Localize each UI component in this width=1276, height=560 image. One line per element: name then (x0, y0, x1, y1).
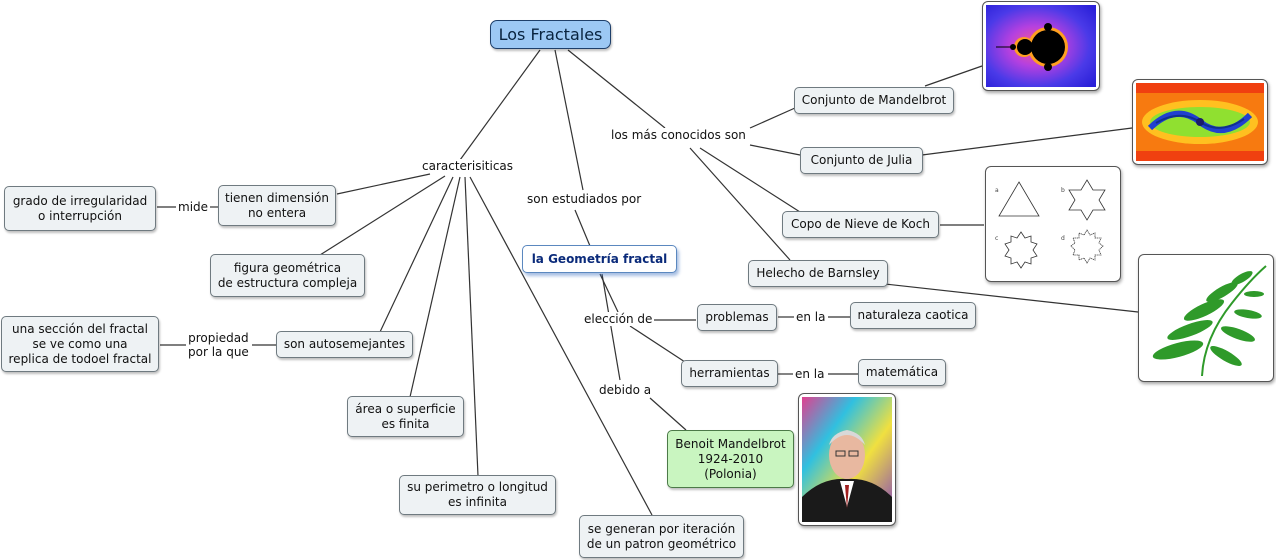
node-autosemejantes[interactable]: son autosemejantes (276, 331, 413, 358)
root-node[interactable]: Los Fractales (490, 20, 611, 49)
node-perimetro[interactable]: su perimetro o longitud es infinita (399, 475, 556, 515)
node-grado[interactable]: grado de irregularidad o interrupción (4, 186, 156, 231)
koch-letter-c: c (995, 235, 998, 242)
node-koch[interactable]: Copo de Nieve de Koch (782, 211, 939, 238)
node-dimension[interactable]: tienen dimensión no entera (218, 185, 336, 226)
koch-letter-a: a (995, 187, 999, 194)
koch-letter-d: d (1061, 235, 1065, 242)
link-propiedad: propiedad por la que (186, 331, 251, 359)
benoit-mandelbrot-photo[interactable] (798, 393, 896, 526)
link-en-la-herramientas: en la (793, 367, 827, 381)
link-mide: mide (176, 200, 211, 214)
node-benoit-mandelbrot[interactable]: Benoit Mandelbrot 1924-2010 (Polonia) (667, 430, 794, 488)
node-figura[interactable]: figura geométrica de estructura compleja (210, 254, 365, 297)
node-geometria-fractal[interactable]: la Geometría fractal (522, 245, 677, 273)
mandelbrot-image[interactable] (982, 1, 1100, 91)
link-eleccion: elección de (582, 312, 655, 326)
node-herramientas[interactable]: herramientas (681, 360, 778, 387)
node-matematica[interactable]: matemática (858, 359, 946, 386)
node-seccion[interactable]: una sección del fractal se ve como una r… (1, 316, 159, 372)
link-caracteristicas: caracterisiticas (420, 159, 516, 173)
barnsley-fern-image[interactable] (1138, 254, 1274, 382)
link-debido: debido a (597, 383, 654, 397)
koch-image[interactable]: a b c d (985, 166, 1121, 282)
node-barnsley[interactable]: Helecho de Barnsley (748, 260, 888, 287)
koch-letter-b: b (1061, 187, 1065, 194)
julia-image[interactable] (1132, 79, 1268, 165)
node-problemas[interactable]: problemas (697, 304, 777, 331)
node-mandelbrot-set[interactable]: Conjunto de Mandelbrot (794, 87, 954, 114)
link-estudiados: son estudiados por (525, 192, 644, 206)
node-naturaleza-caotica[interactable]: naturaleza caotica (850, 302, 976, 329)
node-julia[interactable]: Conjunto de Julia (800, 147, 923, 174)
link-en-la-problemas: en la (794, 310, 828, 324)
node-iteracion[interactable]: se generan por iteración de un patron ge… (579, 515, 744, 558)
node-area[interactable]: área o superficie es finita (347, 396, 464, 437)
link-conocidos: los más conocidos son (609, 128, 748, 142)
